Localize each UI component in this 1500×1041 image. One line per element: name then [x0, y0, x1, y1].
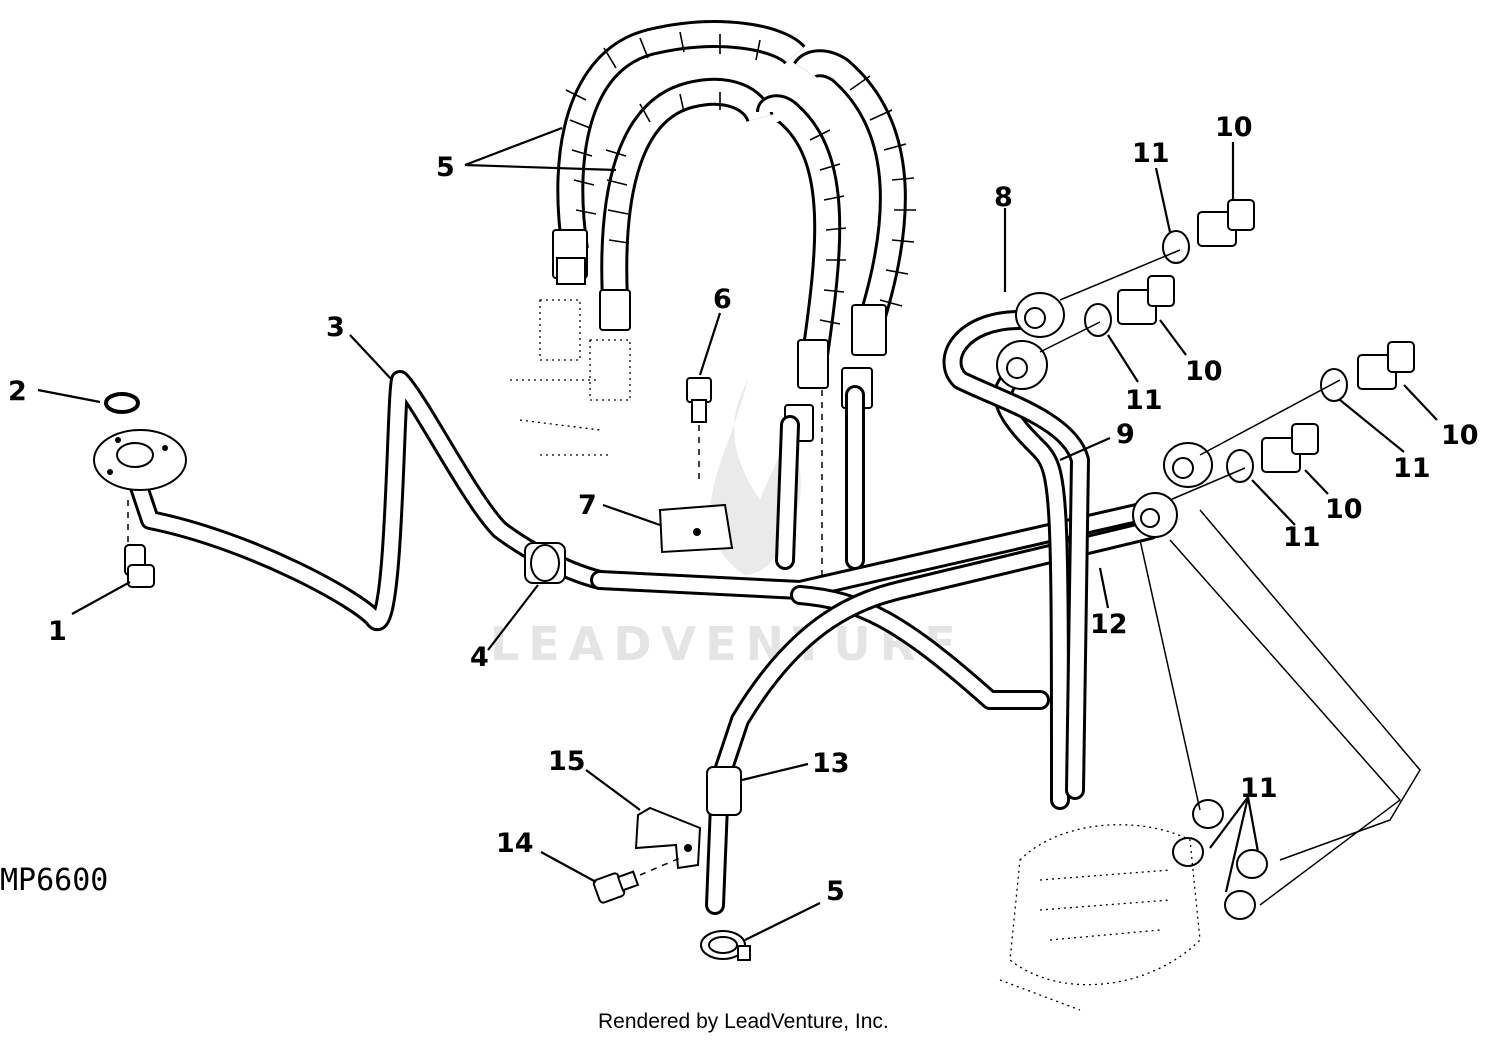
callout-7: 7: [578, 490, 597, 521]
banjo-bolts-part-10[interactable]: [1117, 199, 1415, 473]
callouts: 1 2 3 4 5 6 7 8 9 10 10 10 10 11 11 11 1…: [8, 112, 1479, 907]
tube-main-run[interactable]: [590, 500, 1160, 710]
callout-5-lower: 5: [826, 876, 845, 907]
callout-10-b: 10: [1185, 356, 1223, 387]
flange[interactable]: [93, 429, 187, 491]
bracket-part-15[interactable]: [634, 806, 702, 870]
fitting-part-1[interactable]: [124, 500, 155, 588]
tube-part-13[interactable]: [705, 766, 742, 915]
tube-part-12[interactable]: [710, 520, 1160, 790]
callout-11-c: 11: [1393, 453, 1431, 484]
tube-part-3[interactable]: [125, 370, 610, 631]
banjo-fittings[interactable]: [996, 292, 1213, 538]
callout-1: 1: [48, 616, 67, 647]
bolt-part-6[interactable]: [686, 377, 712, 480]
callout-8: 8: [994, 182, 1013, 213]
callout-10-a: 10: [1215, 112, 1253, 143]
callout-4: 4: [470, 642, 489, 673]
callout-14: 14: [496, 828, 534, 859]
callout-10-c: 10: [1441, 420, 1479, 451]
callout-13: 13: [812, 748, 850, 779]
credit-text: Rendered by LeadVenture, Inc.: [598, 1010, 889, 1033]
callout-15: 15: [548, 746, 586, 777]
callout-9: 9: [1116, 419, 1135, 450]
callout-2: 2: [8, 376, 27, 407]
callout-10-d: 10: [1325, 494, 1363, 525]
washers-part-11[interactable]: [1084, 230, 1348, 920]
callout-11-b: 11: [1125, 385, 1163, 416]
nut-part-4[interactable]: [524, 542, 566, 584]
callout-11-d: 11: [1283, 522, 1321, 553]
bolt-part-14[interactable]: [592, 857, 681, 904]
callout-11-e: 11: [1240, 773, 1278, 804]
assembly-lines: [1039, 249, 1421, 906]
callout-5-upper: 5: [436, 152, 455, 183]
figure-id: MP6600: [0, 863, 108, 898]
hose-clamp-part-5[interactable]: [700, 930, 751, 961]
valve-body: [999, 824, 1201, 1011]
clamp-part-7[interactable]: [658, 503, 734, 554]
callout-12: 12: [1090, 609, 1128, 640]
callout-11-a: 11: [1132, 138, 1170, 169]
hose-stems: [775, 385, 865, 600]
callout-6: 6: [713, 284, 732, 315]
tube-part-9[interactable]: [942, 310, 1090, 810]
leader-lines: [37, 126, 1438, 941]
callout-3: 3: [326, 312, 345, 343]
o-ring-part-2[interactable]: [104, 392, 140, 414]
